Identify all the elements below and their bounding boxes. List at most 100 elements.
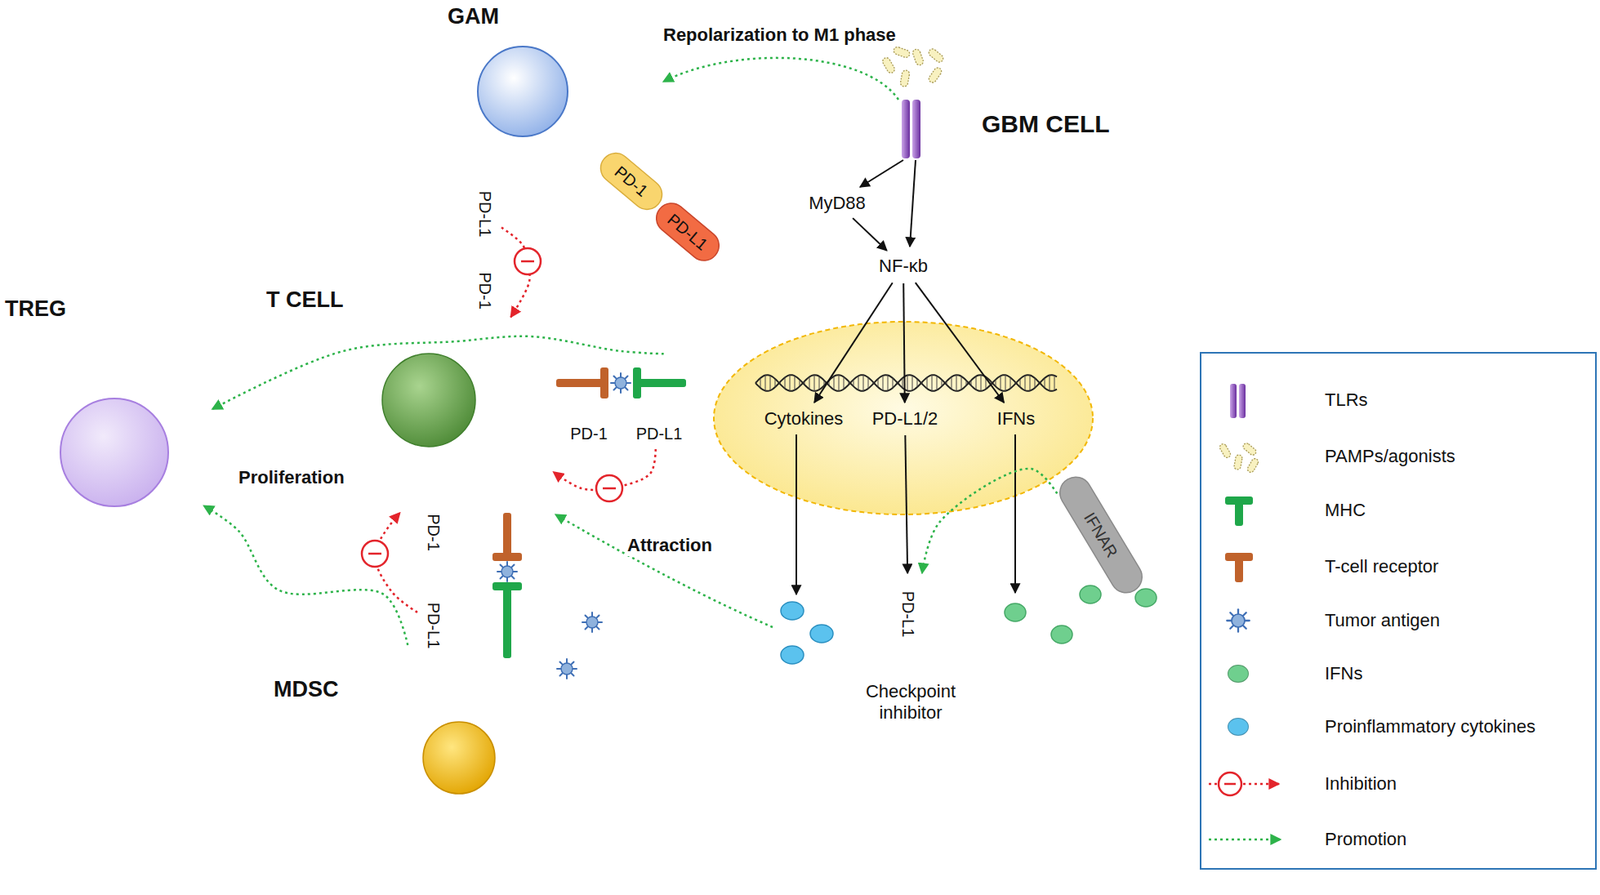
receptor-pill: PD-1 xyxy=(468,254,502,328)
t-cell: T CELL xyxy=(350,303,567,531)
legend-icon xyxy=(1208,783,1280,786)
signal-arrow xyxy=(909,160,916,247)
inhibition-connector xyxy=(501,227,531,318)
adapter-protein-shape xyxy=(785,188,890,219)
cell-name: TREG xyxy=(4,295,67,322)
node-text: PD-1 xyxy=(475,271,495,310)
dna-helix xyxy=(985,376,987,389)
tcr-mhc-complex xyxy=(600,367,609,399)
receptor-pill-shape xyxy=(650,197,725,268)
dna-helix xyxy=(956,374,958,392)
promotion-arrow xyxy=(555,514,773,628)
signal-connector xyxy=(852,218,887,251)
receptor-pill: PD-L1 xyxy=(417,588,451,664)
cytokine-dot xyxy=(780,601,834,665)
pamp-agonist xyxy=(881,45,945,87)
cell-nucleus xyxy=(477,46,568,137)
legend-icon xyxy=(1225,552,1253,562)
transcription-factor-shape xyxy=(863,249,945,284)
dna-helix xyxy=(922,382,923,384)
dna-helix xyxy=(917,378,919,388)
tcr-mhc-complex xyxy=(638,378,687,388)
inhibition-symbol xyxy=(361,248,623,567)
tcr-mhc-complex xyxy=(556,378,604,388)
dna-helix xyxy=(814,374,816,392)
legend-icon xyxy=(1218,441,1260,474)
tcr-mhc-complex xyxy=(632,367,642,399)
receptor-pill-shape xyxy=(623,418,696,450)
dna-helix xyxy=(794,375,796,391)
node-text: MyD88 xyxy=(808,192,866,214)
dna-helix xyxy=(1029,374,1031,391)
dna-helix xyxy=(863,374,865,392)
legend-icon xyxy=(1218,772,1242,796)
dna-helix xyxy=(1010,377,1012,389)
dna-helix xyxy=(882,375,884,392)
interferon-dot xyxy=(1079,585,1101,604)
legend-icon xyxy=(1226,609,1249,632)
dna-helix xyxy=(868,377,870,389)
dna-helix xyxy=(995,379,997,387)
signal-arrow xyxy=(796,160,1016,595)
receptor-pill: PD-L1 xyxy=(623,418,696,450)
legend-text: Promotion xyxy=(1324,828,1407,851)
node-text: PD-L1 xyxy=(423,602,444,650)
tcr-mhc-complex xyxy=(503,512,512,558)
legend-swatch xyxy=(1227,664,1249,683)
tumor-cell-shape xyxy=(663,145,1146,593)
signal-arrow xyxy=(1014,434,1017,593)
cell-name: MDSC xyxy=(273,676,339,703)
tlr-receptor xyxy=(901,99,921,159)
ifn-receptor-shape xyxy=(1054,471,1149,599)
cytokine-dot xyxy=(780,601,804,620)
signal-connector xyxy=(903,283,905,403)
inhibition-symbol xyxy=(521,260,535,263)
receptor-pill: PD-L1 xyxy=(649,196,726,268)
promotion-connector xyxy=(203,505,408,646)
receptor-pill: PD-L1 xyxy=(891,573,925,656)
legend-icon xyxy=(1246,457,1260,474)
dna-helix xyxy=(784,377,786,389)
pamp-agonist xyxy=(881,56,896,75)
tumor-cell: GBM CELLMyD88NF-κbCytokinesPD-L1/2IFNs xyxy=(663,145,1146,593)
inhibition-symbol xyxy=(596,475,623,502)
dna-helix xyxy=(1044,378,1046,388)
receptor-pill-shape xyxy=(469,254,502,328)
dna-helix xyxy=(828,380,830,386)
inhibition-connector xyxy=(552,449,656,491)
signal-connector xyxy=(915,282,1004,403)
dna-helix xyxy=(755,374,1057,392)
myeloid-suppressor-cell: MDSC xyxy=(318,645,613,891)
dna-helix xyxy=(990,381,992,385)
regulatory-t-cell-shape xyxy=(29,343,219,554)
dna-helix xyxy=(833,376,835,391)
tcr-mhc-complex xyxy=(582,612,602,633)
interferon-dot xyxy=(1004,603,1026,622)
interferon-dot xyxy=(1135,588,1157,607)
dna-helix xyxy=(755,374,1057,392)
legend-icon xyxy=(1238,383,1246,419)
receptor-pill-shape xyxy=(418,492,451,574)
checkpoint-inhibitor: Checkpoint inhibitor xyxy=(833,656,988,749)
tcr-mhc-complex xyxy=(497,561,517,582)
node-text: NF-κb xyxy=(878,255,928,277)
checkpoint-inhibitor-shape xyxy=(834,657,987,749)
legend-icon xyxy=(1242,441,1258,457)
node-text: PD-L1/2 xyxy=(872,408,939,430)
legend-text: IFNs xyxy=(1324,663,1363,685)
legend-icon xyxy=(1208,383,1281,840)
process-label: Repolarization to M1 phase xyxy=(661,24,898,46)
dna-helix xyxy=(858,375,860,391)
receptor-pill-shape xyxy=(418,588,451,664)
cell-name: GAM xyxy=(447,3,500,30)
legend-icon xyxy=(1234,556,1244,583)
myeloid-suppressor-cell-shape xyxy=(325,653,607,884)
interferon-dot xyxy=(1004,585,1157,644)
signal-arrow xyxy=(860,160,904,188)
dna-helix xyxy=(819,376,821,391)
cell-nucleus xyxy=(382,353,476,447)
dna-helix xyxy=(1015,382,1017,384)
process-label: Attraction xyxy=(625,534,714,557)
legend-text: TLRs xyxy=(1324,389,1369,411)
tcr-mhc-complex xyxy=(503,588,512,659)
